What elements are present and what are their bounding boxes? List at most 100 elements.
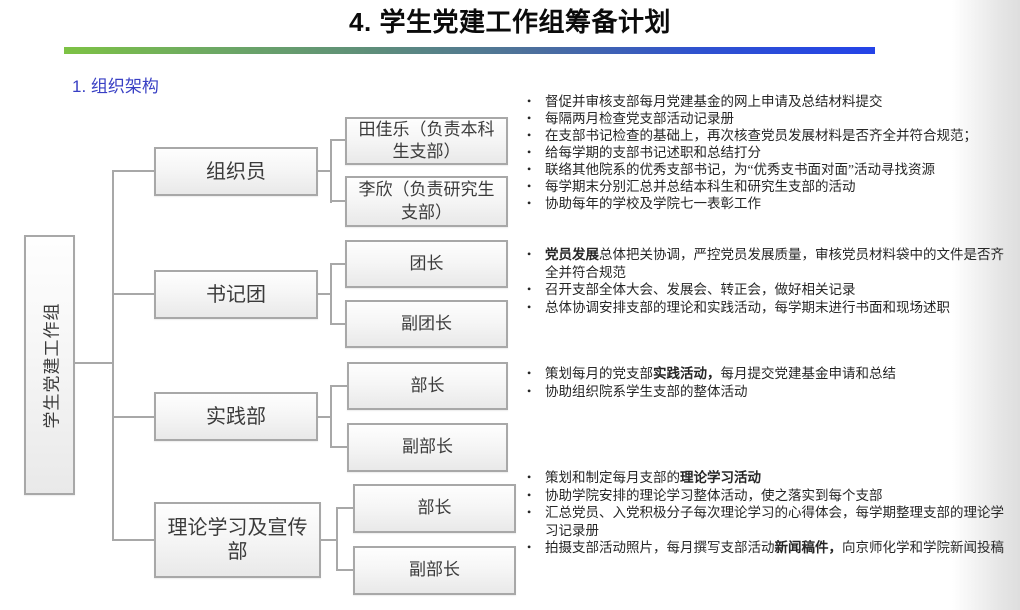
child-box-group-leader: 团长	[345, 240, 508, 288]
duty-text: 拍摄支部活动照片，每月撰写支部活动新闻稿件，向京师化学和学院新闻投稿	[545, 540, 1004, 555]
duties-list-theory-publicity-dept: • 策划和制定每月支部的理论学习活动 • 协助学院安排的理论学习整体活动，使之落实到每…	[524, 469, 1010, 557]
branch-label: 组织员	[206, 160, 266, 183]
bullet-icon: •	[527, 470, 532, 484]
duty-text: 给每学期的支部书记述职和总结打分	[545, 145, 761, 160]
bullet-icon: •	[527, 366, 532, 380]
bullet-icon: •	[527, 179, 532, 193]
child-box-theory-deputy-minister: 副部长	[353, 546, 516, 595]
connector-branch3-stub	[321, 539, 337, 541]
title-accent-bar	[64, 47, 875, 54]
connector-branch0-child1	[330, 200, 345, 202]
root-box-label: 学生党建工作组	[42, 302, 61, 428]
connector-branch1-stub	[318, 293, 331, 295]
connector-branch3-child0	[336, 507, 353, 509]
bullet-icon: •	[527, 299, 532, 314]
child-label: 部长	[417, 498, 452, 518]
duty-item: • 党员发展总体把关协调，严控党员发展质量，审核党员材料袋中的文件是否齐全并符合规…	[524, 246, 1010, 281]
duty-item: • 每学期末分别汇总并总结本科生和研究生支部的活动	[524, 178, 1010, 195]
connector-branch3-vertical	[336, 508, 338, 571]
duty-item: • 总体协调安排支部的理论和实践活动，每学期末进行书面和现场述职	[524, 299, 1010, 317]
section-label: 1. 组织架构	[72, 77, 159, 96]
duty-item: • 协助每年的学校及学院七一表彰工作	[524, 195, 1010, 212]
bullet-icon: •	[527, 282, 532, 296]
branch-label: 理论学习及宣传部	[167, 517, 308, 563]
connector-branch1-child1	[330, 323, 345, 325]
branch-box-organizers: 组织员	[154, 147, 318, 196]
branch-label: 实践部	[206, 405, 266, 428]
duties-list-practice-dept: • 策划每月的党支部实践活动，每月提交党建基金申请和总结 • 协助组织院系学生支部的整…	[524, 365, 1010, 400]
connector-branch0-stub	[318, 170, 331, 172]
connector-trunk-to-branch-2	[112, 416, 154, 418]
duty-text: 召开支部全体大会、发展会、转正会，做好相关记录	[545, 282, 856, 297]
child-label: 李欣（负责研究生支部）	[358, 180, 495, 222]
duty-item: • 督促并审核支部每月党建基金的网上申请及总结材料提交	[524, 93, 1010, 110]
duty-text: 协助每年的学校及学院七一表彰工作	[545, 196, 761, 211]
duty-item: • 拍摄支部活动照片，每月撰写支部活动新闻稿件，向京师化学和学院新闻投稿	[524, 539, 1010, 557]
connector-branch0-vertical	[330, 140, 332, 203]
connector-branch1-child0	[330, 263, 345, 265]
right-edge-shadow	[952, 0, 1020, 610]
duty-text: 联络其他院系的优秀支部书记，为“优秀支书面对面”活动寻找资源	[545, 162, 935, 177]
bullet-icon: •	[527, 247, 532, 261]
child-label: 团长	[409, 253, 444, 273]
bullet-icon: •	[527, 145, 532, 159]
bullet-icon: •	[527, 196, 532, 210]
branch-box-practice-dept: 实践部	[154, 392, 318, 441]
duty-text: 在支部书记检查的基础上，再次核查党员发展材料是否齐全并符合规范；	[545, 128, 977, 143]
duty-item: • 协助学院安排的理论学习整体活动，使之落实到每个支部	[524, 487, 1010, 505]
duty-item: • 在支部书记检查的基础上，再次核查党员发展材料是否齐全并符合规范；	[524, 127, 1010, 144]
page-title: 4. 学生党建工作组筹备计划	[349, 7, 671, 37]
child-box-theory-minister: 部长	[353, 484, 516, 533]
connector-trunk-to-branch-0	[112, 170, 154, 172]
bullet-icon: •	[527, 505, 532, 519]
duty-text: 策划和制定每月支部的理论学习活动	[545, 470, 761, 485]
connector-branch2-child0	[330, 385, 347, 387]
child-label: 部长	[410, 375, 445, 395]
connector-branch2-child1	[330, 446, 347, 448]
bullet-icon: •	[527, 111, 532, 125]
duty-item: • 策划和制定每月支部的理论学习活动	[524, 469, 1010, 487]
duty-item: •联络其他院系的优秀支部书记，为“优秀支书面对面”活动寻找资源	[524, 161, 1010, 178]
child-label: 副团长	[401, 313, 452, 333]
duty-text: 党员发展总体把关协调，严控党员发展质量，审核党员材料袋中的文件是否齐全并符合规范	[545, 247, 1004, 280]
duty-text: 督促并审核支部每月党建基金的网上申请及总结材料提交	[545, 94, 883, 109]
branch-box-secretary-group: 书记团	[154, 270, 318, 319]
connector-trunk-to-branch-3	[112, 539, 154, 541]
child-label: 田佳乐（负责本科生支部）	[358, 119, 495, 161]
bullet-icon: •	[527, 383, 532, 398]
child-box-practice-minister: 部长	[347, 362, 508, 410]
duties-list-secretary-group: • 党员发展总体把关协调，严控党员发展质量，审核党员材料袋中的文件是否齐全并符合规…	[524, 246, 1010, 316]
bullet-icon: •	[527, 128, 532, 142]
branch-box-theory-publicity-dept: 理论学习及宣传部	[154, 502, 321, 578]
duty-item: • 协助组织院系学生支部的整体活动	[524, 383, 1010, 401]
duty-text: 策划每月的党支部实践活动，每月提交党建基金申请和总结	[545, 366, 896, 381]
branch-label: 书记团	[206, 283, 266, 306]
duties-list-organizers: • 督促并审核支部每月党建基金的网上申请及总结材料提交 • 每隔两月检查党支部活动记录…	[524, 93, 1010, 212]
connector-branch2-vertical	[330, 385, 332, 448]
connector-trunk-to-branch-1	[112, 293, 154, 295]
bullet-icon: •	[527, 540, 532, 554]
connector-branch0-child0	[330, 139, 345, 141]
child-label: 副部长	[402, 437, 453, 457]
duty-text: 协助学院安排的理论学习整体活动，使之落实到每个支部	[545, 487, 883, 503]
duty-text: 每学期末分别汇总并总结本科生和研究生支部的活动	[545, 179, 856, 194]
child-box-undergrad-branch-lead: 田佳乐（负责本科生支部）	[345, 117, 508, 165]
duty-item: • 召开支部全体大会、发展会、转正会，做好相关记录	[524, 281, 1010, 299]
duty-item: • 每隔两月检查党支部活动记录册	[524, 110, 1010, 127]
duty-text: 协助组织院系学生支部的整体活动	[545, 383, 748, 399]
child-label: 副部长	[409, 560, 460, 580]
root-box-student-party-working-group: 学生党建工作组	[24, 235, 75, 495]
bullet-icon: •	[527, 94, 532, 108]
child-box-practice-deputy-minister: 副部长	[347, 423, 508, 472]
child-box-grad-branch-lead: 李欣（负责研究生支部）	[345, 176, 508, 227]
connector-root-to-trunk	[75, 362, 114, 364]
duty-text: 汇总党员、入党积极分子每次理论学习的心得体会，每学期整理支部的理论学习记录册	[545, 505, 1004, 538]
duty-text: 每隔两月检查党支部活动记录册	[545, 111, 734, 126]
duty-item: • 策划每月的党支部实践活动，每月提交党建基金申请和总结	[524, 365, 1010, 383]
duty-text: 总体协调安排支部的理论和实践活动，每学期末进行书面和现场述职	[545, 299, 950, 315]
connector-trunk-vertical	[112, 171, 114, 541]
connector-branch1-vertical	[330, 263, 332, 325]
bullet-icon: •	[527, 487, 532, 502]
connector-branch3-child1	[336, 569, 353, 571]
